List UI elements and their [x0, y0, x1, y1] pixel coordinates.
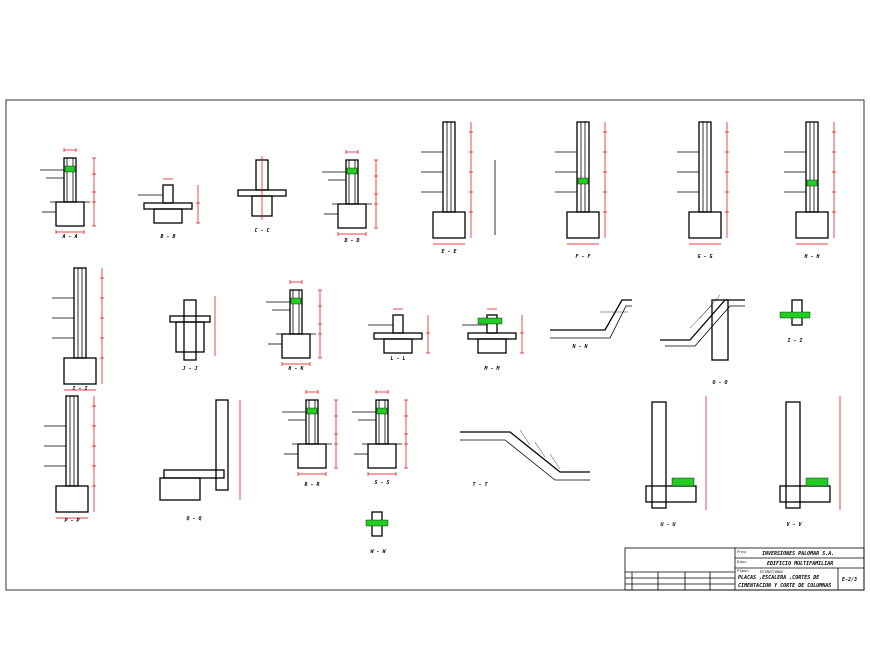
section-label: T - T	[472, 482, 488, 488]
description-line1: PLACAS ,ESCALERA ,CORTES DE	[738, 575, 820, 581]
section-label: B - B	[159, 234, 175, 240]
section-u-u: U - U	[645, 396, 707, 528]
project-name: EDIFICIO MULTIFAMILIAR	[767, 561, 833, 567]
specialty: ESTRUCTURAS	[760, 570, 783, 574]
section-e-e: E - E	[420, 121, 496, 255]
description-line2: CIMENTACION Y CORTE DE COLUMNAS	[738, 583, 831, 589]
section-p-p: P - P	[43, 395, 97, 524]
section-k-k: K - K	[265, 279, 323, 372]
section-label: J - J	[181, 366, 197, 372]
section-l-l: L - L	[367, 308, 431, 362]
section-label: S - S	[374, 480, 389, 486]
dibu-caption: Dibu:	[736, 560, 748, 564]
section-n-n: N - N	[550, 299, 632, 350]
section-label: H - H	[803, 254, 820, 260]
section-label: I - I	[787, 338, 802, 344]
sheet-number: E-2/3	[842, 577, 857, 583]
section-w-w: W - W	[365, 511, 389, 555]
section-label: W - W	[370, 549, 386, 555]
section-b-b: B - B	[137, 178, 201, 240]
section-label: N - N	[571, 344, 588, 350]
section-g-g: G - G	[676, 121, 730, 260]
section-label: Q - Q	[186, 516, 201, 522]
company-name: INVERSIONES PALOMAR S.A.	[762, 551, 834, 557]
section-label: V - V	[786, 522, 802, 528]
section-label: M - M	[483, 366, 500, 372]
section-label: U - U	[660, 522, 676, 528]
title-block: Proy: Dibu: Plano: INVERSIONES PALOMAR S…	[624, 547, 865, 591]
section-label: F - F	[575, 254, 591, 260]
section-m-m: M - M	[461, 308, 525, 372]
section-j-j: J - J	[169, 296, 216, 372]
section-i-i: I - I	[51, 267, 105, 392]
section-f-f: F - F	[554, 121, 608, 260]
section-label: D - D	[343, 238, 359, 244]
section-q-q: Q - Q	[159, 399, 241, 522]
section-r-r: R - R	[281, 389, 339, 488]
section-label: I - I	[72, 386, 87, 392]
section-h-h: H - H	[783, 121, 837, 260]
section-i-i-2: I - I	[779, 299, 811, 344]
sheet-border	[5, 99, 865, 591]
section-label: G - G	[697, 254, 712, 260]
section-label: P - P	[64, 518, 79, 524]
section-label: K - K	[287, 366, 304, 372]
section-label: A - A	[61, 234, 77, 240]
section-t-t: T - T	[460, 429, 590, 488]
section-o-o: O - O	[660, 294, 745, 386]
section-a-a: A - A	[39, 147, 97, 240]
section-label: C - C	[254, 228, 269, 234]
proy-caption: Proy:	[737, 550, 748, 554]
section-d-d: D - D	[321, 149, 379, 244]
section-label: O - O	[712, 380, 727, 386]
plano-caption: Plano:	[737, 569, 750, 573]
section-label: L - L	[390, 356, 405, 362]
section-v-v: V - V	[779, 396, 841, 528]
section-c-c: C - C	[237, 156, 287, 234]
section-label: E - E	[441, 249, 457, 255]
section-s-s: S - S	[351, 389, 409, 486]
section-label: R - R	[304, 482, 319, 488]
